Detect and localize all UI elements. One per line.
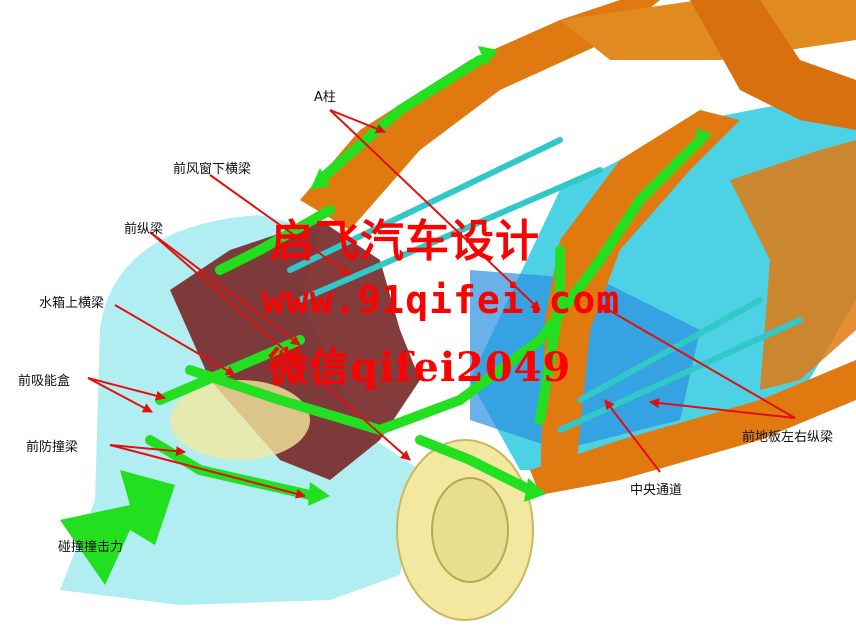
rear-frame (690, 0, 856, 130)
rear-door-frame (730, 140, 856, 390)
label-floor-rails: 前地板左右纵梁 (742, 430, 834, 445)
label-front-bumper-beam: 前防撞梁 (26, 440, 79, 455)
wheel-hub (431, 477, 509, 583)
cross-rods (287, 137, 803, 433)
watermark-line-2: www.91qifei.com (262, 278, 621, 322)
rocker-sill (530, 360, 856, 495)
label-a-pillar: A柱 (314, 90, 336, 105)
label-radiator-upper-crossmember: 水箱上横梁 (39, 296, 105, 311)
leader-arrows (87, 109, 796, 499)
label-impact-force: 碰撞撞击力 (58, 540, 124, 555)
label-center-tunnel: 中央通道 (630, 483, 683, 498)
a-pillar (300, 0, 660, 230)
watermark-line-1: 启飞汽车设计 (270, 216, 540, 267)
load-path-heads (308, 46, 712, 506)
label-crash-box: 前吸能盒 (18, 374, 71, 389)
b-pillar (540, 110, 740, 490)
watermark-line-3: 微信qifei2049 (268, 344, 572, 391)
label-cowl-crossmember: 前风窗下横梁 (173, 162, 252, 177)
label-front-rail: 前纵梁 (124, 222, 164, 237)
impact-force-arrow (60, 470, 175, 585)
